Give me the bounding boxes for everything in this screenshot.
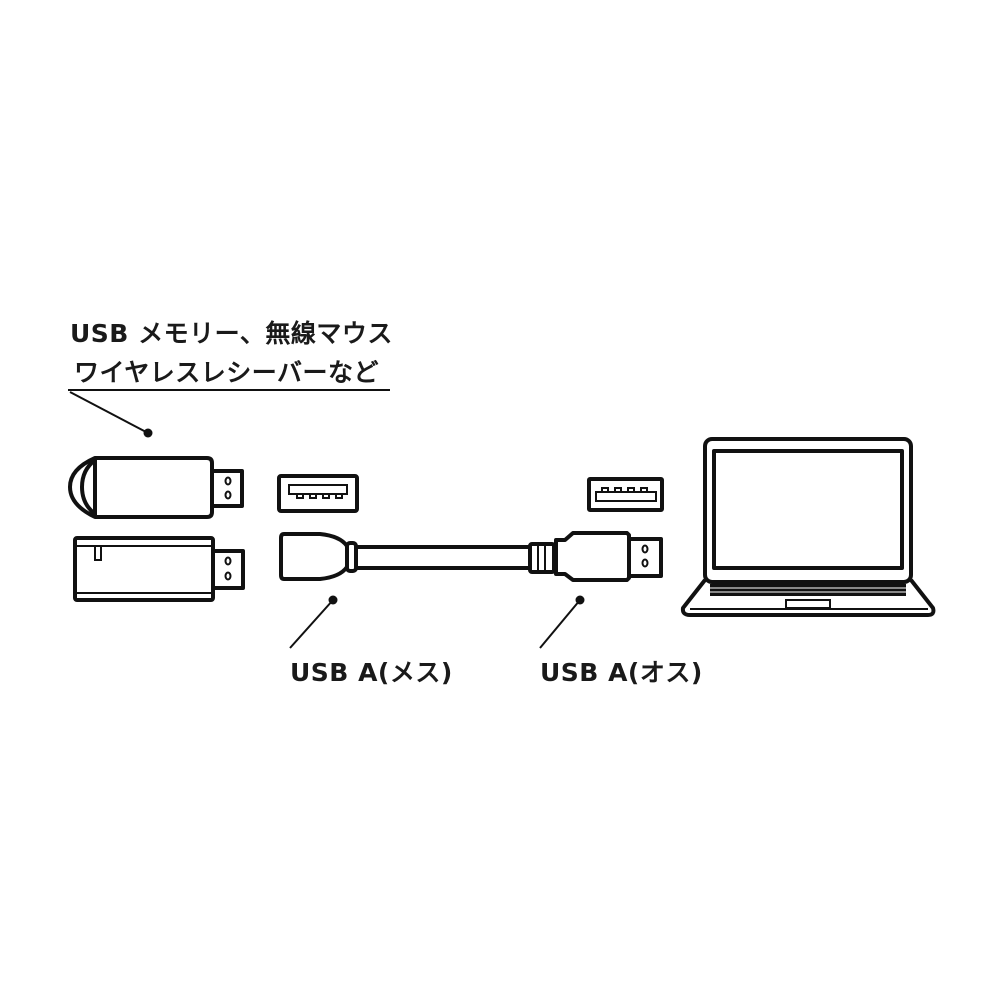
- callout-dot: [143, 428, 153, 438]
- usb-a-female-port-icon: [277, 474, 359, 513]
- usb-memory-stick-icon: [68, 456, 244, 519]
- male-label: USB A(オス): [540, 658, 703, 687]
- female-dot: [328, 595, 338, 605]
- laptop-usb-port-icon: [587, 477, 664, 512]
- female-leader: [289, 599, 334, 649]
- male-dot: [575, 595, 585, 605]
- wireless-receiver-icon: [73, 536, 245, 602]
- devices-label-line1: USB メモリー、無線マウス: [70, 319, 393, 348]
- laptop-icon: [680, 437, 936, 617]
- male-leader: [539, 599, 581, 649]
- devices-callout: [68, 389, 390, 438]
- callout-leader: [69, 391, 149, 434]
- usb-extension-cable-icon: [279, 531, 663, 582]
- devices-label-line2: ワイヤレスレシーバーなど: [74, 358, 380, 387]
- female-label: USB A(メス): [290, 658, 453, 687]
